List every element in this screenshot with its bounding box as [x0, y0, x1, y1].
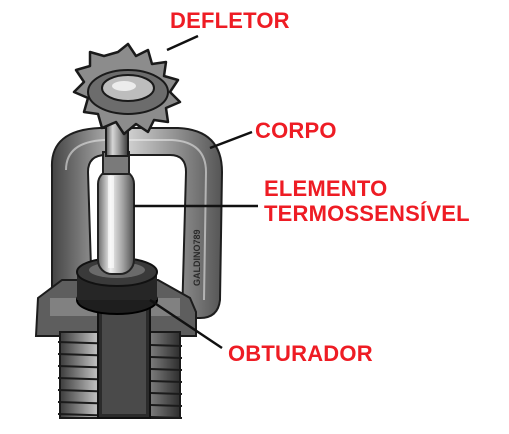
leader-corpo [210, 132, 252, 148]
engraving: GALDINO789 [192, 229, 202, 286]
label-elemento-line2: TERMOSSENSÍVEL [264, 201, 470, 226]
label-corpo: CORPO [255, 118, 337, 143]
label-elemento-line1: ELEMENTO [264, 176, 470, 201]
leader-defletor [167, 36, 198, 50]
thermo-bulb [98, 152, 134, 274]
deflector-gear [74, 44, 180, 134]
svg-text:GALDINO789: GALDINO789 [192, 229, 202, 286]
label-obturador: OBTURADOR [228, 341, 373, 366]
label-defletor: DEFLETOR [170, 8, 290, 33]
label-elemento-termossensivel: ELEMENTO TERMOSSENSÍVEL [264, 176, 470, 226]
